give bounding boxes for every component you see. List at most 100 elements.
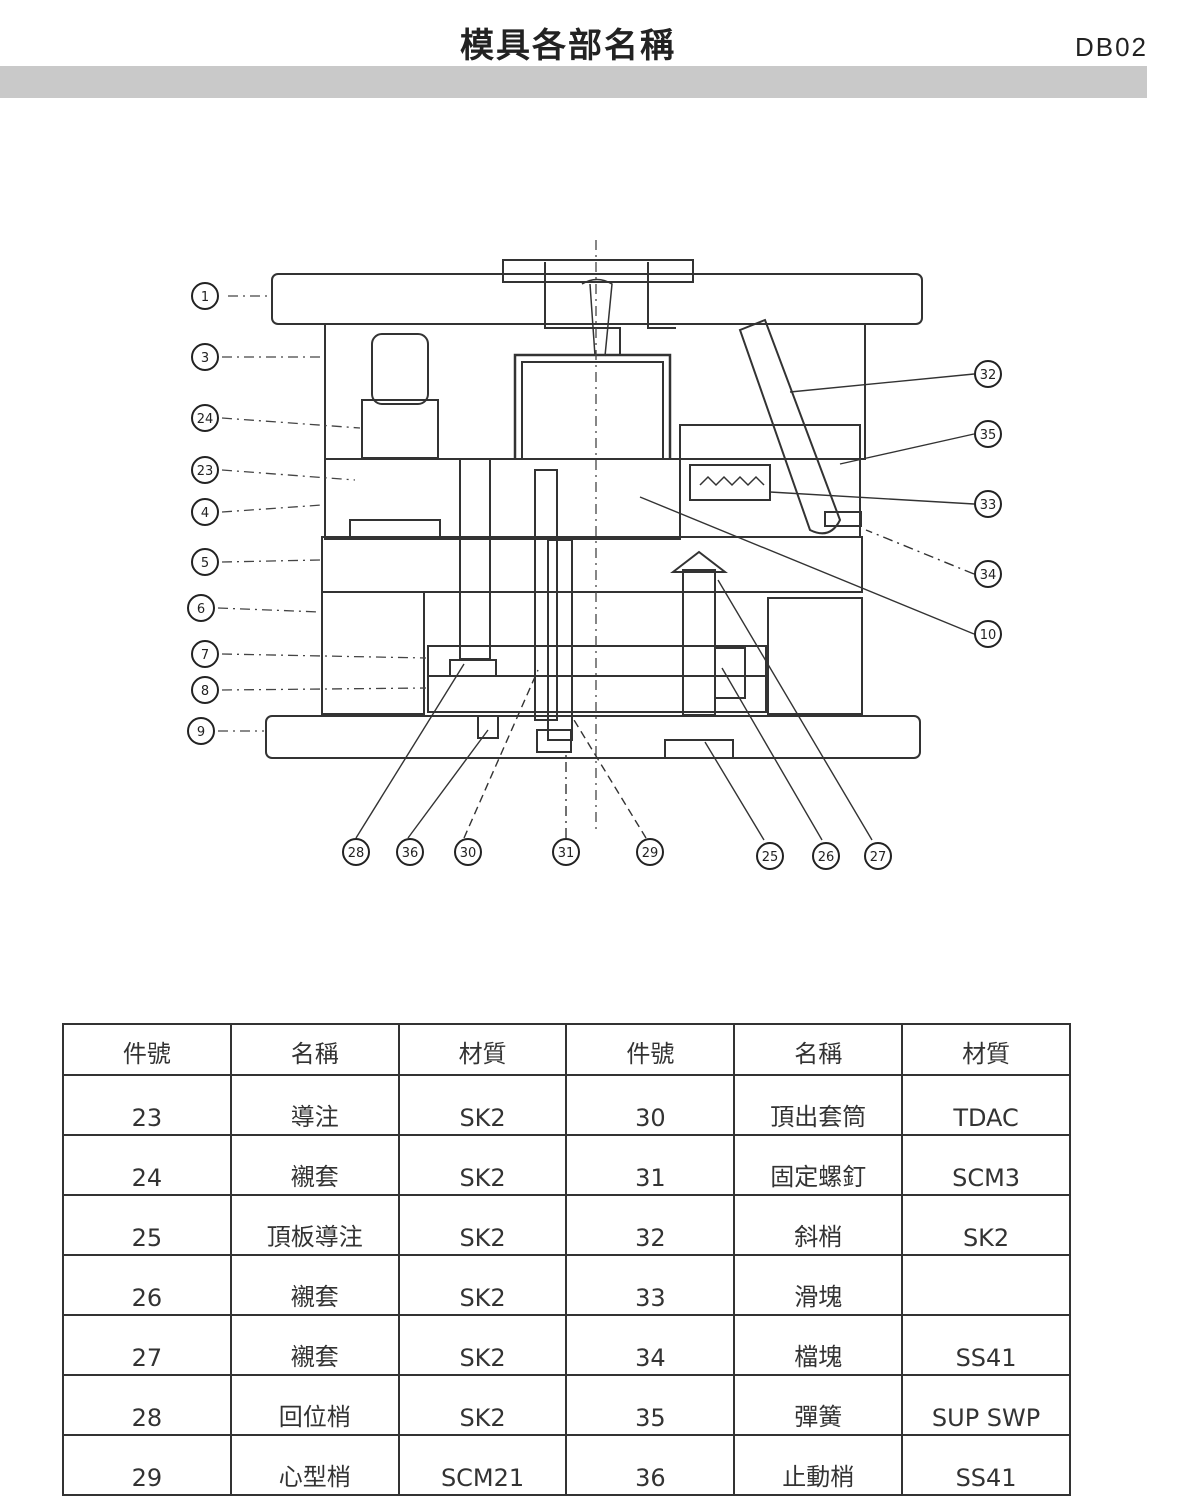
sprue-bushing [544,262,676,356]
left-callout-label: 7 [201,648,209,663]
table-row: 26 襯套 SK2 33 滑塊 [62,1254,1071,1316]
bottom-callout-label: 31 [558,846,575,861]
right-callout-circle [974,490,1002,518]
right-callout-circle [974,360,1002,388]
left-callout-label: 5 [201,556,209,571]
table-row: 27 襯套 SK2 34 檔塊 SS41 [62,1314,1071,1376]
left-callout-circle [191,498,219,526]
table-row: 28 回位梢 SK2 35 彈簧 SUP SWP [62,1374,1071,1436]
header-bar [0,66,1147,98]
part-name-cell: 回位梢 [229,1374,400,1436]
bottom-clamp-plate-9 [265,715,921,759]
left-callout-circle [191,404,219,432]
bottom-callout-circle [552,838,580,866]
bottom-callout-circle [812,842,840,870]
left-callout-label: 6 [197,602,205,617]
part-number-cell: 30 [565,1074,736,1136]
part-name-cell: 斜梢 [733,1194,904,1256]
part-name-cell: 頂板導注 [229,1194,400,1256]
part-name-cell: 心型梢 [229,1434,400,1496]
material-cell: SS41 [901,1434,1071,1496]
material-cell [901,1254,1071,1316]
part-number-cell: 33 [565,1254,736,1316]
col-header: 材質 [397,1023,568,1076]
table-row: 25 頂板導注 SK2 32 斜梢 SK2 [62,1194,1071,1256]
material-cell: SK2 [397,1074,568,1136]
part-number-cell: 34 [565,1314,736,1376]
col-header: 名稱 [733,1023,904,1076]
bottom-callout-label: 30 [460,846,477,861]
part-name-cell: 襯套 [229,1134,400,1196]
table-row: 29 心型梢 SCM21 36 止動梢 SS41 [62,1434,1071,1496]
left-callout-label: 9 [197,725,205,740]
bottom-callout-label: 25 [762,850,779,865]
left-callout-circle [191,343,219,371]
col-header: 件號 [62,1023,232,1076]
parts-table: 件號 名稱 材質 件號 名稱 材質 23 導注 SK2 30 頂出套筒 TDAC… [62,1023,1071,1496]
part-number-cell: 24 [62,1134,232,1196]
part-name-cell: 滑塊 [733,1254,904,1316]
right-callout-label: 32 [980,368,997,383]
part-name-cell: 彈簧 [733,1374,904,1436]
part-number-cell: 26 [62,1254,232,1316]
table-header-row: 件號 名稱 材質 件號 名稱 材質 [62,1023,1071,1076]
left-callout-circle [191,548,219,576]
col-header: 名稱 [229,1023,400,1076]
left-callout-circle [191,456,219,484]
part-number-cell: 23 [62,1074,232,1136]
part-name-cell: 頂出套筒 [733,1074,904,1136]
material-cell: SUP SWP [901,1374,1071,1436]
part-number-cell: 27 [62,1314,232,1376]
bottom-callout-label: 28 [348,846,365,861]
left-callout-label: 1 [201,290,209,305]
part-number-cell: 31 [565,1134,736,1196]
part-name-cell: 襯套 [229,1314,400,1376]
part-name-cell: 止動梢 [733,1434,904,1496]
bottom-callout-circle [636,838,664,866]
bottom-callout-circle [342,838,370,866]
left-callout-label: 4 [201,506,209,521]
part-number-cell: 29 [62,1434,232,1496]
angle-pin-32 [738,318,842,535]
material-cell: SK2 [397,1314,568,1376]
left-callout-label: 24 [197,412,214,427]
bottom-callout-circle [396,838,424,866]
left-callout-circle [191,676,219,704]
spring-35 [699,475,765,487]
locating-ring [502,259,694,283]
left-callout-circle [187,594,215,622]
material-cell: SS41 [901,1314,1071,1376]
bottom-callout-label: 27 [870,850,887,865]
right-callout-label: 10 [980,628,997,643]
part-name-cell: 襯套 [229,1254,400,1316]
left-callout-label: 23 [197,464,214,479]
bottom-callout-circle [864,842,892,870]
left-callout-circle [187,717,215,745]
bottom-callout-label: 29 [642,846,659,861]
bottom-callout-label: 36 [402,846,419,861]
right-callout-label: 35 [980,428,997,443]
spacer-block-6 [321,591,425,715]
left-callout-circle [191,640,219,668]
material-cell: SK2 [397,1194,568,1256]
left-callout-circle [191,282,219,310]
col-header: 材質 [901,1023,1071,1076]
right-callout-circle [974,560,1002,588]
part-name-cell: 導注 [229,1074,400,1136]
right-callout-label: 34 [980,568,997,583]
table-row: 23 導注 SK2 30 頂出套筒 TDAC [62,1074,1071,1136]
right-callout-circle [974,420,1002,448]
left-callout-label: 8 [201,684,209,699]
part-number-cell: 32 [565,1194,736,1256]
part-number-cell: 28 [62,1374,232,1436]
material-cell: TDAC [901,1074,1071,1136]
cavity-plate [324,323,866,460]
table-row: 24 襯套 SK2 31 固定螺釘 SCM3 [62,1134,1071,1196]
material-cell: SK2 [901,1194,1071,1256]
part-number-cell: 35 [565,1374,736,1436]
part-name-cell: 固定螺釘 [733,1134,904,1196]
part-number-cell: 25 [62,1194,232,1256]
material-cell: SK2 [397,1374,568,1436]
right-callout-label: 33 [980,498,997,513]
col-header: 件號 [565,1023,736,1076]
